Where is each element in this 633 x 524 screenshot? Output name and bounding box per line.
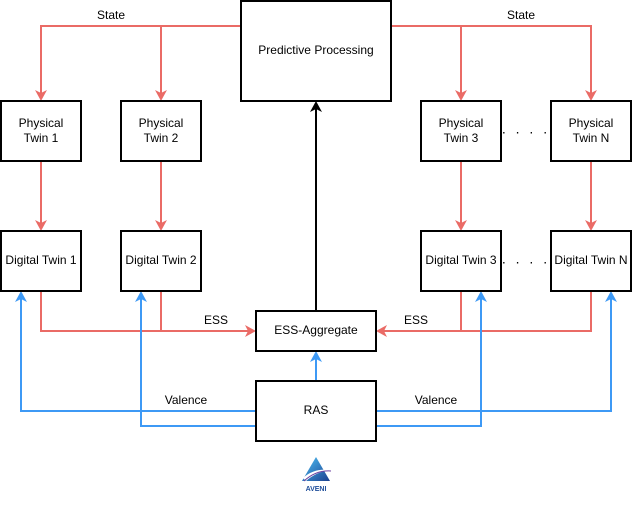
ellipsis-digital: . . . . [502, 251, 550, 267]
node-physical-twin-3[interactable]: Physical Twin 3 [420, 100, 502, 162]
ess-edge-left [40, 291, 250, 332]
arrowhead-dt1 [35, 220, 47, 231]
arrowhead-ess-left [245, 325, 256, 337]
pt1-label-line2: Twin 1 [24, 131, 59, 145]
arrowhead-ptn [585, 90, 597, 101]
arrowhead-val-dt2 [135, 291, 147, 302]
ptn-label-line2: Twin N [573, 131, 610, 145]
arrowhead-val-dt3 [475, 291, 487, 302]
node-ess-aggregate[interactable]: ESS-Aggregate [255, 310, 377, 352]
prediction-edge [310, 101, 322, 311]
ess-label-right: ESS [404, 313, 428, 327]
state-edge-ptn [391, 25, 592, 95]
dt2-label: Digital Twin 2 [125, 253, 196, 267]
state-edge-pt1 [40, 25, 241, 95]
ras-label: RAS [304, 403, 329, 417]
arrowhead-val-dtn [605, 291, 617, 302]
valence-label-right: Valence [415, 393, 458, 407]
arrowhead-pt3 [455, 90, 467, 101]
ess-aggregate-label: ESS-Aggregate [274, 323, 358, 337]
predictive-label: Predictive Processing [258, 43, 373, 57]
dtn-label: Digital Twin N [554, 253, 627, 267]
arrowhead-predictive [310, 101, 322, 112]
pt3-label-line1: Physical [439, 116, 484, 130]
node-ras[interactable]: RAS [255, 380, 377, 442]
state-label-right: State [507, 8, 535, 22]
arrowhead-val-dt1 [15, 291, 27, 302]
dt1-label: Digital Twin 1 [5, 253, 76, 267]
ess-label-left: ESS [204, 313, 228, 327]
logo-swoosh-line [303, 470, 332, 482]
node-physical-twin-2[interactable]: Physical Twin 2 [120, 100, 202, 162]
node-digital-twin-3[interactable]: Digital Twin 3 [420, 230, 502, 292]
node-predictive-processing[interactable]: Predictive Processing [240, 0, 392, 102]
pt2-label-line1: Physical [139, 116, 184, 130]
ess-edges [40, 291, 592, 337]
arrowhead-dt3 [455, 220, 467, 231]
valence-edge-dt1 [20, 297, 256, 412]
node-digital-twin-n[interactable]: Digital Twin N [550, 230, 632, 292]
valence-edge-dtn [376, 297, 612, 412]
pt1-label-line1: Physical [19, 116, 64, 130]
valence-edge-dt3 [376, 297, 482, 427]
node-digital-twin-2[interactable]: Digital Twin 2 [120, 230, 202, 292]
pt3-label-line2: Twin 3 [444, 131, 479, 145]
node-physical-twin-n[interactable]: Physical Twin N [550, 100, 632, 162]
ellipsis-physical: . . . . [502, 121, 550, 137]
valence-edge-dt2 [140, 297, 256, 427]
arrowhead-pt2 [155, 90, 167, 101]
pt2-label-line2: Twin 2 [144, 131, 179, 145]
valence-label-left: Valence [165, 393, 208, 407]
physical-to-digital-edges [35, 161, 597, 231]
node-physical-twin-1[interactable]: Physical Twin 1 [0, 100, 82, 162]
state-edges [35, 25, 597, 101]
logo-text: AVENI [306, 486, 327, 493]
arrowhead-dt2 [155, 220, 167, 231]
state-label-left: State [97, 8, 125, 22]
ptn-label-line1: Physical [569, 116, 614, 130]
arrowhead-pt1 [35, 90, 47, 101]
valence-edges [15, 291, 617, 427]
arrowhead-ras-ess [310, 351, 322, 362]
dt3-label: Digital Twin 3 [425, 253, 496, 267]
ess-edge-right [382, 291, 592, 332]
node-digital-twin-1[interactable]: Digital Twin 1 [0, 230, 82, 292]
arrowhead-ess-right [376, 325, 387, 337]
arrowhead-dtn [585, 220, 597, 231]
aveni-logo: AVENI [302, 457, 332, 493]
